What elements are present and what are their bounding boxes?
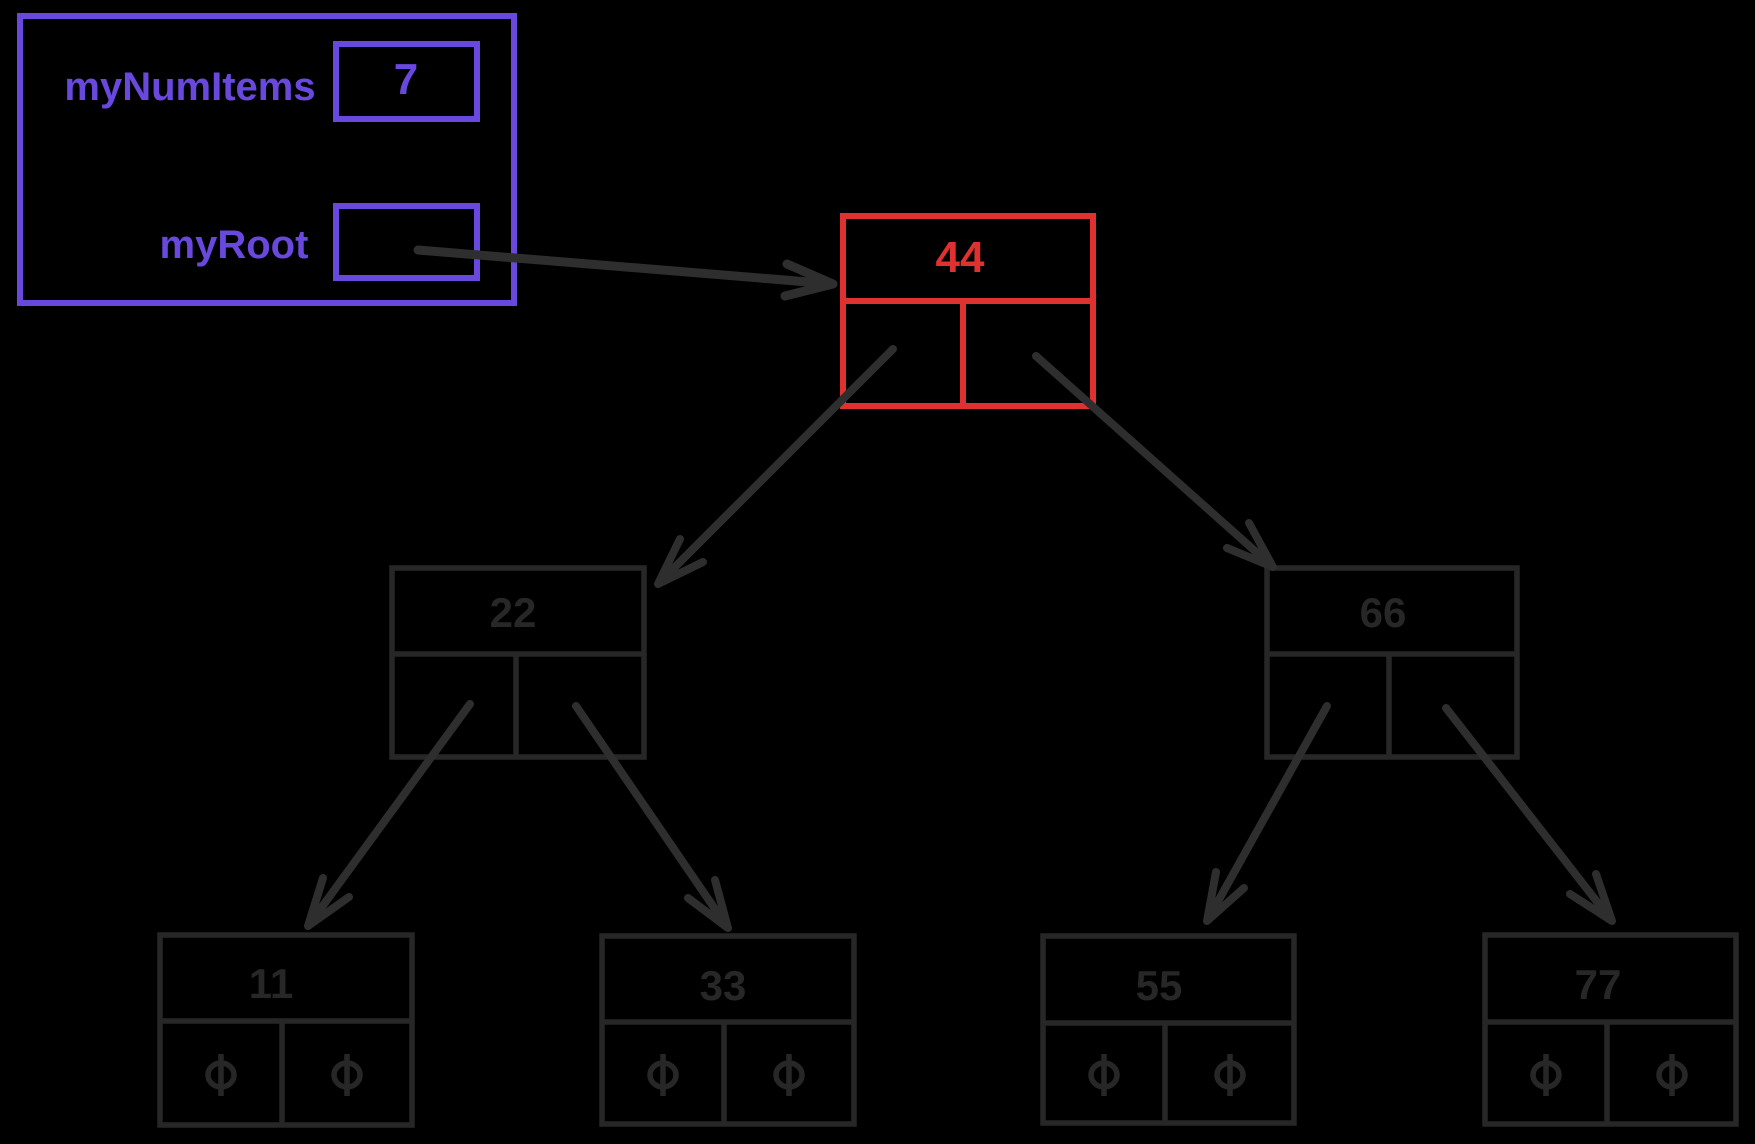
svg-text:77: 77 xyxy=(1575,961,1622,1008)
svg-text:55: 55 xyxy=(1136,962,1183,1009)
svg-text:myNumItems: myNumItems xyxy=(64,65,315,109)
svg-text:11: 11 xyxy=(249,960,293,1007)
svg-text:22: 22 xyxy=(490,589,537,636)
svg-text:44: 44 xyxy=(936,233,985,282)
svg-text:66: 66 xyxy=(1360,589,1407,636)
svg-text:33: 33 xyxy=(700,962,747,1009)
svg-text:7: 7 xyxy=(394,55,418,104)
svg-text:myRoot: myRoot xyxy=(160,223,309,267)
